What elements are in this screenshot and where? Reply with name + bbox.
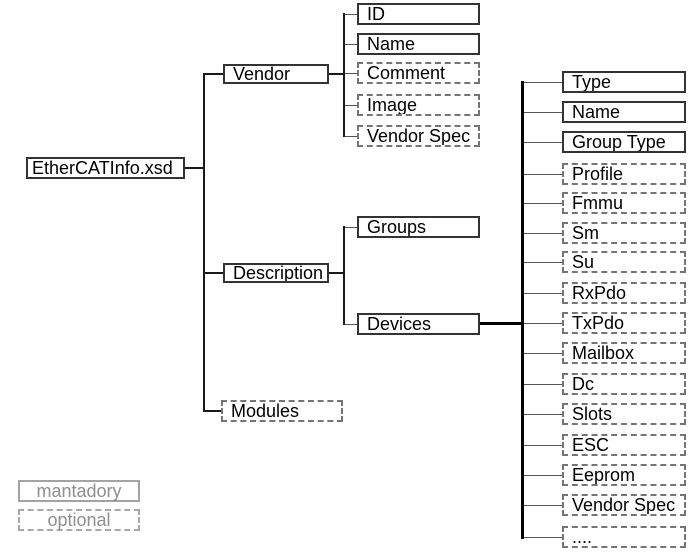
connector-stub-txpdo [524, 323, 562, 324]
connector-stub-sm [524, 233, 562, 234]
node-slots: Slots [562, 403, 686, 425]
connector-stub-slots [524, 414, 562, 415]
connector-stub-group-type [524, 142, 562, 143]
connector-trunk-to-vendor [205, 73, 223, 75]
node-ellipsis: .... [562, 526, 686, 548]
legend-optional: optional [18, 509, 140, 531]
connector-stub-profile [524, 174, 562, 175]
connector-trunk-to-modules [205, 410, 221, 412]
connector-vendor-children-trunk [343, 13, 345, 137]
node-fmmu: Fmmu [562, 192, 686, 214]
node-mailbox: Mailbox [562, 342, 686, 364]
node-description: Description [223, 263, 329, 283]
node-device-vendor-spec: Vendor Spec [562, 494, 686, 516]
connector-stub-fmmu [524, 203, 562, 204]
node-vendor-spec: Vendor Spec [357, 125, 480, 147]
node-id: ID [357, 3, 480, 25]
connector-devices-to-trunk [480, 322, 524, 325]
node-type: Type [562, 71, 686, 93]
node-name: Name [357, 33, 480, 55]
connector-description-children-trunk [343, 226, 345, 325]
node-group-type: Group Type [562, 131, 686, 153]
connector-stub-image [345, 105, 357, 106]
connector-stub-comment [345, 73, 357, 74]
node-ethercatinfo-xsd: EtherCATInfo.xsd [26, 157, 185, 179]
node-su: Su [562, 251, 686, 273]
connector-stub-name [345, 44, 357, 45]
connector-stub-type [524, 82, 562, 83]
node-device-name: Name [562, 101, 686, 123]
connector-stub-device-name [524, 112, 562, 113]
connector-stub-vendor-spec [345, 136, 357, 137]
connector-stub-mailbox [524, 353, 562, 354]
node-sm: Sm [562, 222, 686, 244]
connector-description-to-children [329, 272, 343, 274]
node-devices: Devices [357, 313, 480, 335]
node-groups: Groups [357, 216, 480, 238]
node-image: Image [357, 94, 480, 116]
connector-stub-dc [524, 384, 562, 385]
connector-stub-su [524, 262, 562, 263]
connector-vendor-to-children [329, 73, 343, 75]
connector-left-trunk [203, 73, 205, 412]
connector-stub-ellipsis [524, 537, 562, 538]
connector-stub-esc [524, 445, 562, 446]
connector-stub-rxpdo [524, 293, 562, 294]
node-profile: Profile [562, 163, 686, 185]
connector-stub-groups [345, 227, 357, 228]
node-comment: Comment [357, 62, 480, 84]
connector-stub-eeprom [524, 475, 562, 476]
connector-stub-id [345, 14, 357, 15]
node-vendor: Vendor [223, 64, 329, 84]
connector-root-to-trunk [185, 167, 205, 169]
node-dc: Dc [562, 373, 686, 395]
node-modules: Modules [221, 400, 343, 422]
node-rxpdo: RxPdo [562, 282, 686, 304]
node-txpdo: TxPdo [562, 312, 686, 334]
connector-stub-devices [345, 324, 357, 325]
node-eeprom: Eeprom [562, 464, 686, 486]
connector-trunk-to-description [205, 272, 223, 274]
node-esc: ESC [562, 434, 686, 456]
connector-right-trunk [521, 81, 524, 539]
connector-stub-device-vendor-spec [524, 505, 562, 506]
legend-mandatory: mantadory [18, 480, 140, 502]
